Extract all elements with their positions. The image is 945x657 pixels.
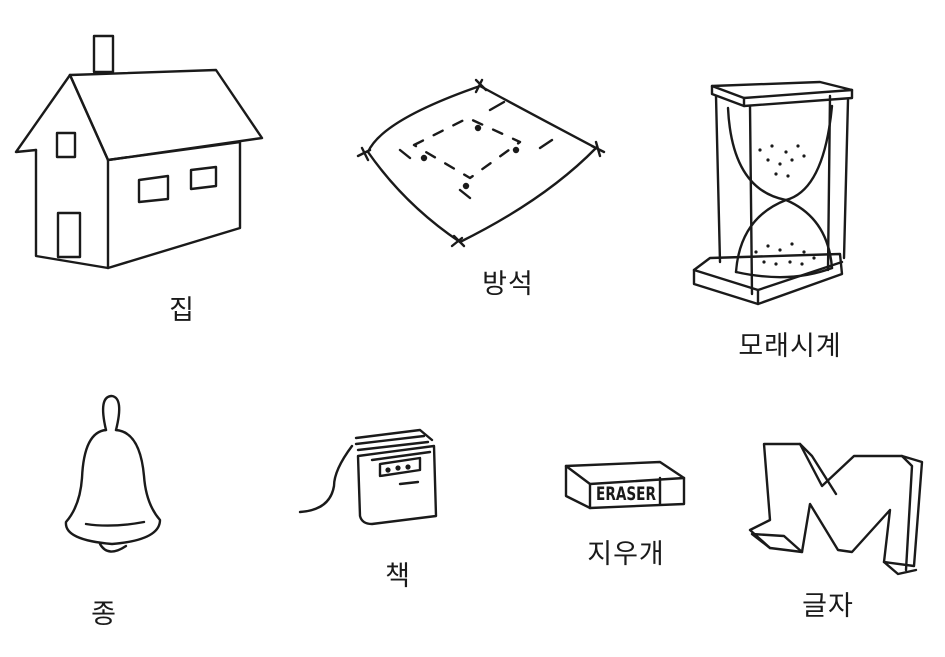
label-book: 책 bbox=[385, 561, 411, 592]
book-drawing bbox=[298, 428, 438, 526]
label-house: 집 bbox=[169, 295, 195, 326]
eraser-drawing: ERASER bbox=[564, 460, 686, 510]
label-bell: 종 bbox=[91, 599, 117, 630]
label-hourglass: 모래시계 bbox=[738, 331, 842, 362]
bell-drawing bbox=[64, 394, 162, 553]
eraser-printed-text: ERASER bbox=[596, 483, 656, 505]
label-cushion: 방석 bbox=[482, 269, 534, 300]
label-letter: 글자 bbox=[802, 591, 854, 622]
house-drawing bbox=[14, 34, 264, 270]
hourglass-drawing bbox=[692, 80, 854, 306]
letter-m-drawing bbox=[748, 442, 924, 576]
label-eraser: 지우개 bbox=[587, 539, 665, 570]
cushion-drawing bbox=[356, 78, 606, 248]
